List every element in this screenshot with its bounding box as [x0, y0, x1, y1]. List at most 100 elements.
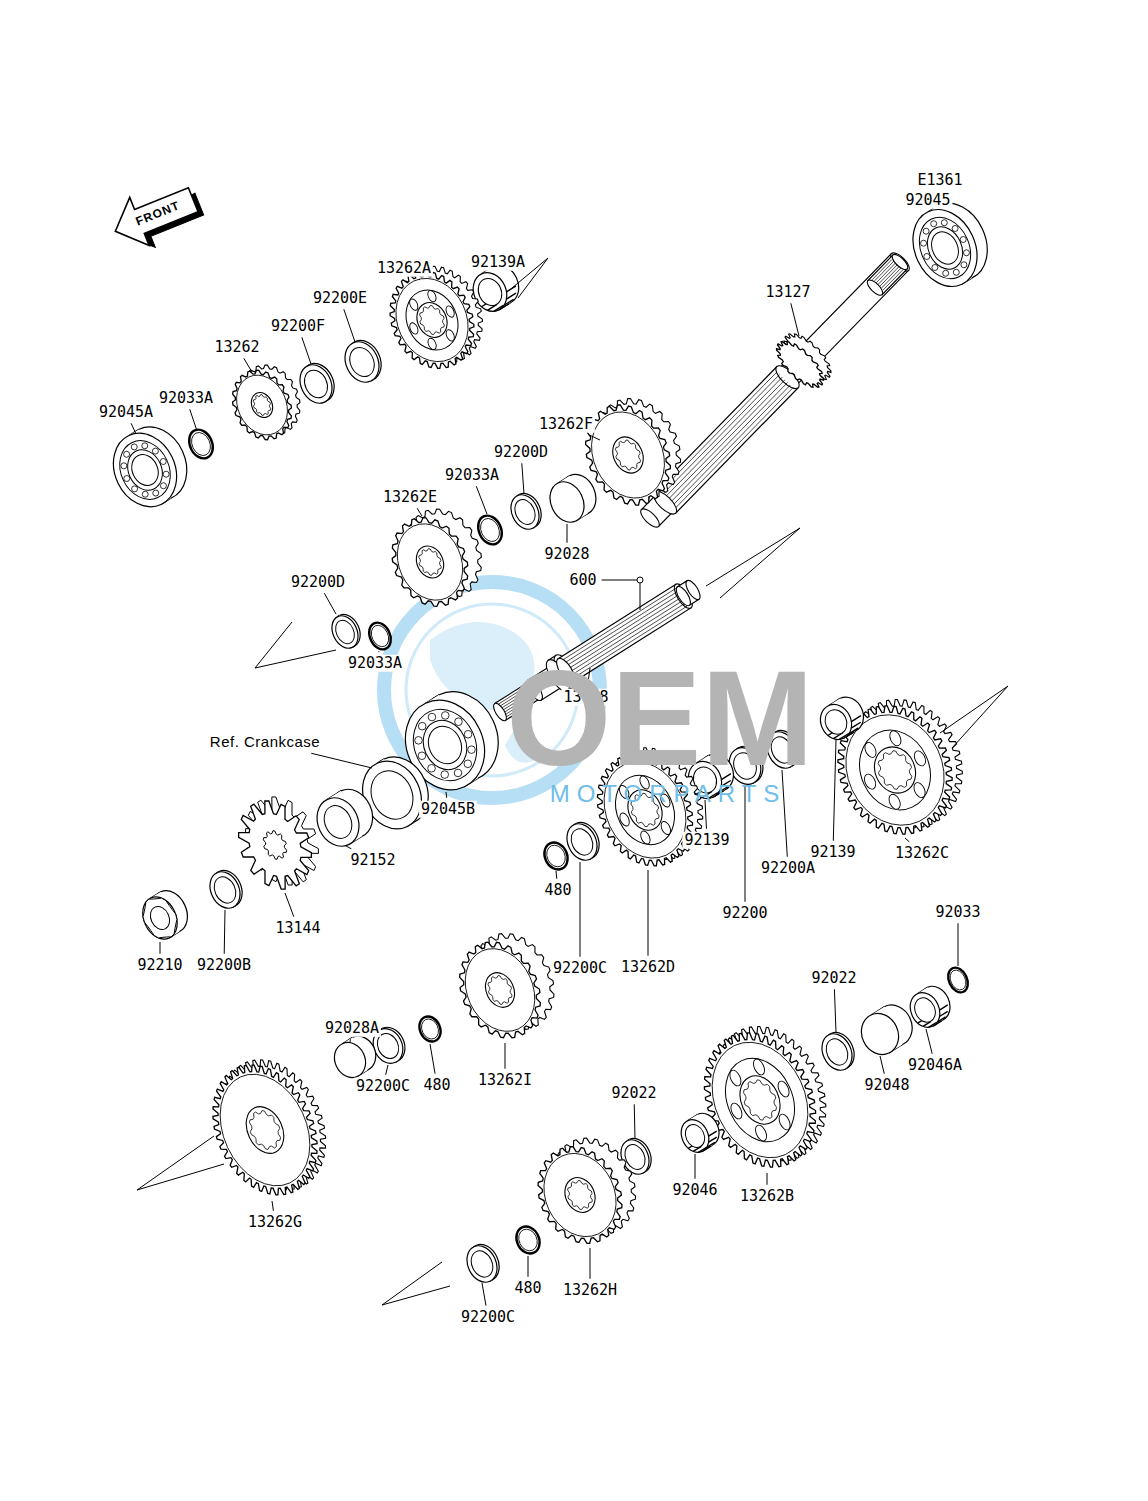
callout-number: 92139A	[469, 254, 527, 271]
part-outline	[947, 968, 969, 993]
callout-number: 92200C	[459, 1309, 517, 1326]
part-outline	[544, 476, 591, 528]
part-outline	[294, 360, 338, 409]
bearing-ball	[142, 443, 148, 449]
bearing-ball	[441, 771, 449, 779]
guide-line	[137, 1136, 214, 1190]
part-outline	[815, 699, 857, 744]
part-outline	[411, 298, 452, 343]
bearing-ball	[418, 752, 426, 760]
web-hole	[777, 1112, 793, 1131]
bearing-ball	[455, 718, 463, 726]
bearing-ball	[418, 722, 426, 730]
web-hole	[753, 1123, 769, 1142]
part-outline	[339, 336, 386, 388]
watermark-text: MOTORPARTS	[548, 781, 789, 807]
callout-number: 92200D	[492, 444, 550, 461]
leader-line	[834, 989, 836, 1032]
bearing-ball	[142, 491, 148, 497]
callout-number: 600	[567, 572, 598, 589]
part-outline	[368, 622, 392, 649]
callout-number: 13262F	[537, 416, 595, 433]
part-outline	[477, 515, 503, 544]
web-hole	[444, 328, 456, 342]
part-outline	[147, 903, 173, 932]
output-shaft	[638, 250, 912, 530]
bearing-ball	[464, 760, 472, 768]
callout-number: 92022	[809, 970, 858, 987]
washer	[506, 489, 547, 534]
callout-number: 92033A	[346, 655, 404, 672]
part-outline	[396, 281, 467, 358]
callout-number: 13262I	[476, 1072, 534, 1089]
spline-bore	[878, 751, 912, 789]
web-hole	[863, 741, 879, 760]
gear-13262g	[203, 1060, 327, 1201]
part-outline	[309, 791, 366, 853]
part-outline	[127, 450, 163, 490]
washer	[327, 610, 365, 652]
bearing-ball	[923, 228, 929, 234]
sprocket	[239, 797, 319, 889]
leader-line	[492, 273, 493, 275]
leader-line	[482, 1283, 486, 1306]
spline-bore	[568, 1180, 593, 1209]
callout-number: 92033	[933, 904, 982, 921]
needle-roller	[929, 1022, 937, 1027]
guide-line	[255, 650, 336, 668]
callout-number: 13262B	[738, 1188, 796, 1205]
bearing-ball	[963, 250, 969, 256]
part-outline	[515, 1226, 540, 1254]
web-hole	[659, 820, 672, 836]
leader-line	[350, 1039, 351, 1042]
web-hole	[408, 298, 420, 312]
leader-line	[567, 524, 568, 543]
washer	[816, 1028, 860, 1076]
circlip	[365, 619, 395, 653]
bearing-ball	[924, 253, 930, 259]
callout-number: 13262E	[381, 489, 439, 506]
leader-line	[648, 870, 649, 956]
web-hole	[888, 729, 904, 748]
part-outline	[121, 444, 169, 496]
spline-line	[673, 385, 791, 505]
needle-bearing	[815, 692, 869, 745]
needle-roller	[507, 286, 517, 292]
part-outline	[203, 1060, 327, 1201]
part-outline	[712, 1047, 807, 1153]
bearing-ball	[941, 220, 947, 226]
callout-number: 92028	[542, 546, 591, 563]
part-outline	[345, 343, 379, 380]
part-outline	[332, 617, 358, 646]
callout-number: 92200F	[269, 318, 327, 335]
washer	[461, 1240, 505, 1288]
part-outline	[365, 619, 395, 653]
gear-face	[460, 942, 541, 1038]
callout-number: 92046A	[906, 1057, 964, 1074]
leader-line	[926, 1029, 932, 1054]
part-outline	[921, 221, 970, 275]
needle-roller	[851, 716, 861, 722]
leader-line	[386, 1065, 388, 1075]
needle-roller	[851, 722, 861, 728]
callout-number: 13262	[212, 339, 261, 356]
watermark-text: OEM	[504, 651, 816, 786]
guide-line	[720, 528, 800, 598]
shaft-body	[641, 254, 908, 527]
gear-face	[838, 706, 952, 834]
pointer-line	[640, 583, 641, 610]
callout-number: 480	[421, 1077, 452, 1094]
gear-13262b	[694, 1027, 826, 1174]
part-outline	[480, 968, 520, 1012]
washer	[339, 335, 388, 388]
callout-number: 92139	[682, 832, 731, 849]
part-outline	[300, 366, 332, 401]
callout-number: 92200B	[195, 957, 253, 974]
callout-number: 13262A	[375, 260, 433, 277]
sprocket-face	[239, 801, 312, 889]
callout-number: 92200D	[289, 574, 347, 591]
callout-number: 92045	[903, 192, 952, 209]
gear-13262h	[531, 1138, 636, 1248]
needle-roller	[940, 1005, 948, 1010]
arrow-face	[106, 176, 203, 256]
